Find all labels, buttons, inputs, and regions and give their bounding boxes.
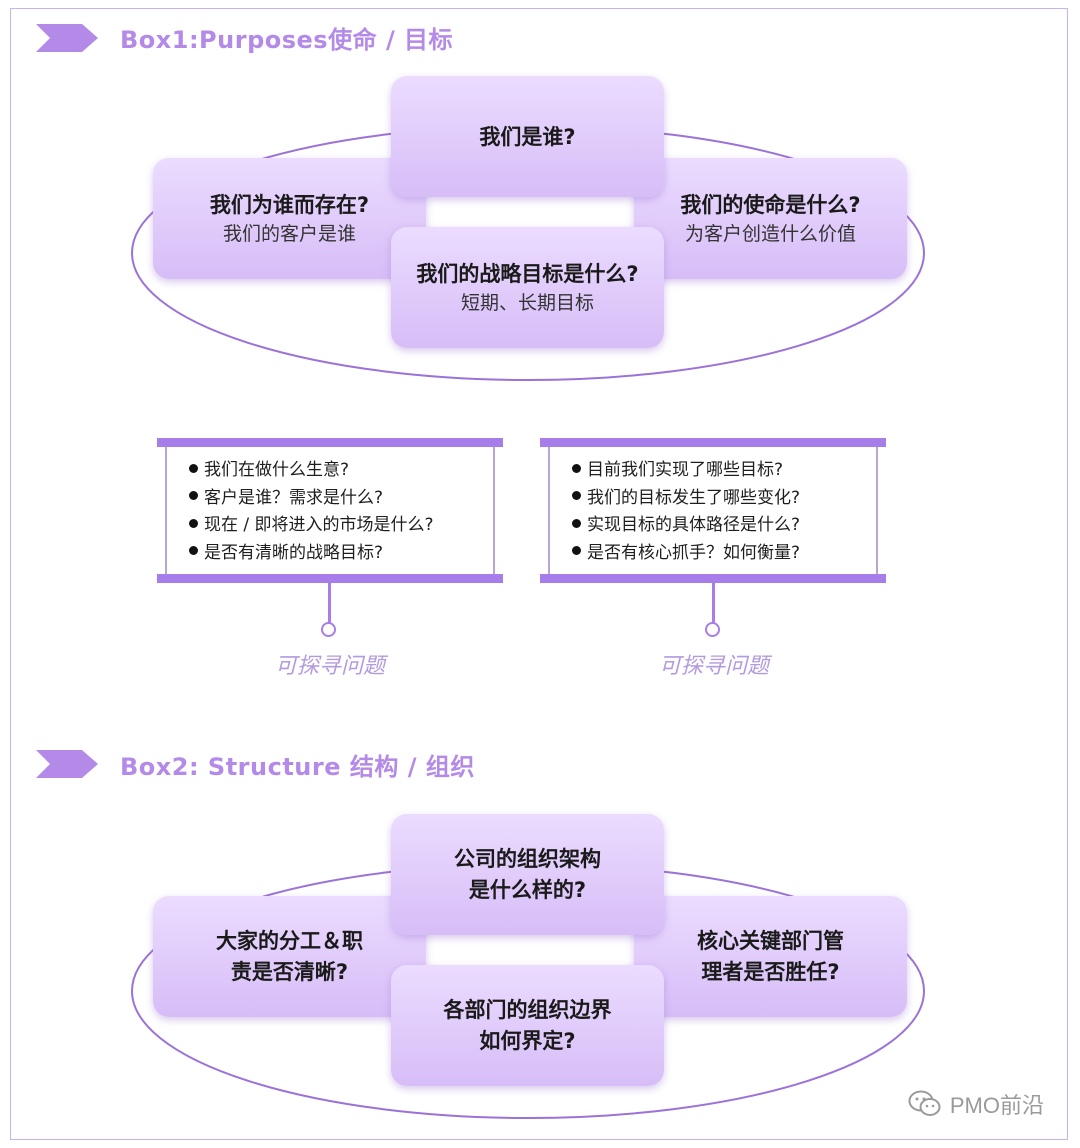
questions-list-right: 目前我们实现了哪些目标? 我们的目标发生了哪些变化? 实现目标的具体路径是什么?… bbox=[572, 457, 876, 567]
box2-center-top-card: 公司的组织架构 是什么样的? bbox=[391, 814, 664, 935]
box1-right-sub: 为客户创造什么价值 bbox=[684, 222, 856, 245]
scroll-bar-bottom bbox=[540, 574, 886, 583]
box1-center-bottom-question: 我们的战略目标是什么? bbox=[416, 261, 639, 286]
connector-circle-left-icon bbox=[321, 622, 336, 637]
box1-left-question: 我们为谁而存在? bbox=[209, 192, 370, 217]
caption-left: 可探寻问题 bbox=[274, 654, 385, 679]
box1-center-top-question: 我们是谁? bbox=[479, 124, 576, 149]
box1-left-card: 我们为谁而存在? 我们的客户是谁 bbox=[153, 158, 426, 279]
page-frame bbox=[10, 8, 1068, 1140]
box2-center-top-question: 公司的组织架构 是什么样的? bbox=[454, 846, 601, 902]
box1-right-question: 我们的使命是什么? bbox=[680, 192, 861, 217]
wechat-icon bbox=[908, 1090, 941, 1116]
list-item: 客户是谁？需求是什么? bbox=[189, 485, 493, 513]
box2-right-card: 核心关键部门管 理者是否胜任? bbox=[634, 896, 907, 1017]
bullet-icon bbox=[572, 546, 581, 555]
scroll-panel: 目前我们实现了哪些目标? 我们的目标发生了哪些变化? 实现目标的具体路径是什么?… bbox=[548, 447, 878, 574]
questions-scroll-left: 我们在做什么生意? 客户是谁？需求是什么? 现在 / 即将进入的市场是什么? 是… bbox=[157, 438, 503, 583]
list-item: 现在 / 即将进入的市场是什么? bbox=[189, 512, 493, 540]
connector-stem-right bbox=[712, 583, 715, 623]
scroll-bar-top bbox=[157, 438, 503, 447]
questions-list-left: 我们在做什么生意? 客户是谁？需求是什么? 现在 / 即将进入的市场是什么? 是… bbox=[189, 457, 493, 567]
list-item: 是否有核心抓手？如何衡量? bbox=[572, 540, 876, 568]
section-title-box2: Box2: Structure 结构 / 组织 bbox=[120, 753, 475, 781]
box2-left-question: 大家的分工＆职 责是否清晰? bbox=[216, 928, 363, 984]
questions-scroll-right: 目前我们实现了哪些目标? 我们的目标发生了哪些变化? 实现目标的具体路径是什么?… bbox=[540, 438, 886, 583]
list-item: 实现目标的具体路径是什么? bbox=[572, 512, 876, 540]
bullet-icon bbox=[189, 491, 198, 500]
list-item: 我们的目标发生了哪些变化? bbox=[572, 485, 876, 513]
scroll-bar-top bbox=[540, 438, 886, 447]
box2-center-bottom-question: 各部门的组织边界 如何界定? bbox=[443, 997, 612, 1053]
list-item: 目前我们实现了哪些目标? bbox=[572, 457, 876, 485]
box1-center-bottom-card: 我们的战略目标是什么? 短期、长期目标 bbox=[391, 227, 664, 348]
box1-center-top-card: 我们是谁? bbox=[391, 76, 664, 197]
box1-center-bottom-sub: 短期、长期目标 bbox=[460, 291, 594, 314]
list-item: 我们在做什么生意? bbox=[189, 457, 493, 485]
bullet-icon bbox=[189, 463, 198, 473]
bullet-icon bbox=[572, 491, 581, 500]
list-item: 是否有清晰的战略目标? bbox=[189, 540, 493, 568]
box2-left-card: 大家的分工＆职 责是否清晰? bbox=[153, 896, 426, 1017]
bullet-icon bbox=[572, 463, 581, 473]
box1-left-sub: 我们的客户是谁 bbox=[222, 222, 356, 245]
section-arrow-icon bbox=[36, 750, 98, 778]
box2-right-question: 核心关键部门管 理者是否胜任? bbox=[697, 928, 844, 984]
bullet-icon bbox=[572, 518, 581, 528]
section-arrow-icon bbox=[36, 24, 98, 52]
watermark: PMO前沿 bbox=[908, 1088, 1044, 1120]
box1-right-card: 我们的使命是什么? 为客户创造什么价值 bbox=[634, 158, 907, 279]
caption-right: 可探寻问题 bbox=[658, 654, 769, 679]
scroll-panel: 我们在做什么生意? 客户是谁？需求是什么? 现在 / 即将进入的市场是什么? 是… bbox=[165, 447, 495, 574]
bullet-icon bbox=[189, 518, 198, 528]
box2-center-bottom-card: 各部门的组织边界 如何界定? bbox=[391, 965, 664, 1086]
connector-circle-right-icon bbox=[705, 622, 720, 637]
scroll-bar-bottom bbox=[157, 574, 503, 583]
connector-stem-left bbox=[328, 583, 331, 623]
bullet-icon bbox=[189, 546, 198, 555]
watermark-text: PMO前沿 bbox=[949, 1093, 1044, 1118]
section-title-box1: Box1:Purposes使命 / 目标 bbox=[120, 26, 454, 54]
